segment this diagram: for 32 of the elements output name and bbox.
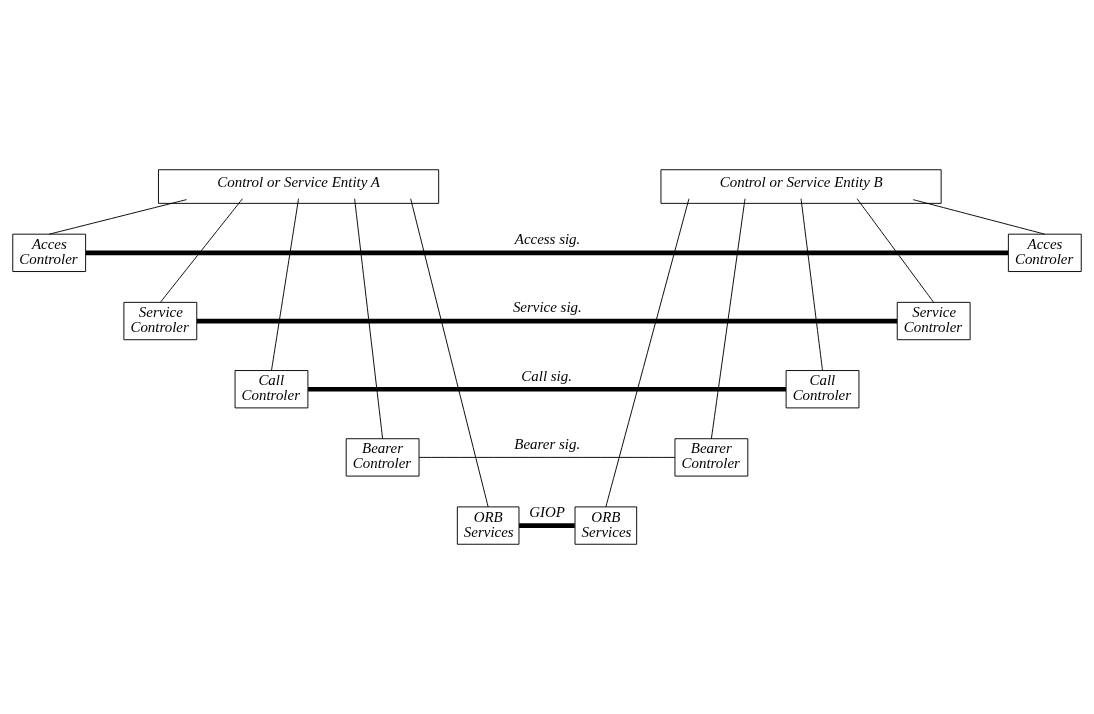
connector	[519, 523, 575, 528]
connector	[710, 198, 746, 440]
connector	[271, 198, 300, 371]
node-box: Control or Service Entity A	[158, 169, 440, 204]
node-box: Call Controler	[234, 370, 309, 409]
node-box: ORB Services	[456, 506, 520, 545]
connector	[856, 198, 935, 303]
node-box: Acces Controler	[1007, 233, 1082, 272]
edge-label: GIOP	[529, 503, 565, 520]
node-box: Control or Service Entity B	[660, 169, 942, 204]
connector	[159, 198, 243, 303]
edge-label: Service sig.	[512, 299, 582, 316]
node-box: Call Controler	[785, 370, 860, 409]
connector	[354, 198, 384, 440]
connector	[912, 199, 1046, 235]
connector	[410, 198, 489, 508]
connector	[605, 198, 690, 508]
node-box: Service Controler	[896, 301, 971, 341]
connector	[800, 198, 823, 371]
connector	[48, 199, 187, 235]
connector	[308, 386, 786, 392]
edge-label: Call sig.	[521, 367, 572, 384]
node-box: Bearer Controler	[674, 438, 749, 477]
connector	[85, 250, 1009, 256]
node-box: Service Controler	[123, 301, 198, 341]
connector	[418, 456, 676, 458]
node-box: Bearer Controler	[345, 438, 420, 477]
edge-label: Access sig.	[514, 231, 581, 248]
node-box: Acces Controler	[12, 233, 87, 272]
edge-label: Bearer sig.	[514, 435, 581, 452]
node-box: ORB Services	[574, 506, 638, 545]
connector	[196, 318, 898, 324]
